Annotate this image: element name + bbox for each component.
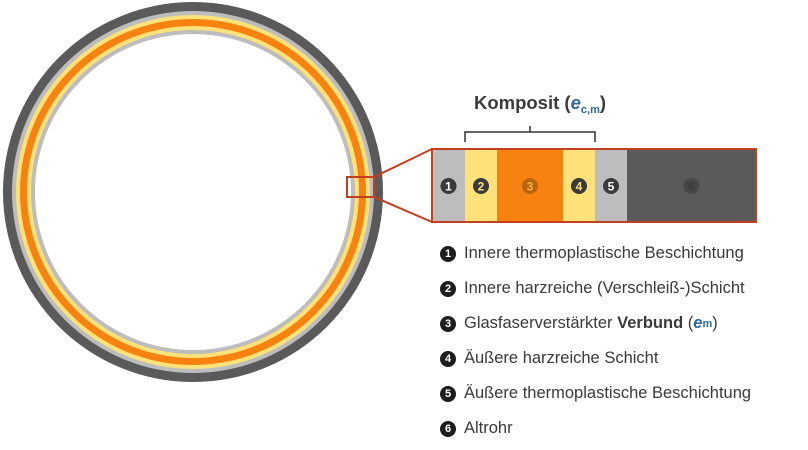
number-2-icon: 2 [440,280,456,297]
layer-number-5: 5 [608,180,615,194]
legend-text: Altrohr [464,419,513,437]
layer-legend: 1 Innere thermoplastische Beschichtung 2… [440,236,751,446]
legend-item: 4 Äußere harzreiche Schicht [440,341,751,376]
legend-item: 1 Innere thermoplastische Beschichtung [440,236,751,271]
layer-symbol-sub: m [702,317,713,330]
number-5-icon: 5 [440,385,456,402]
legend-item: 6 Altrohr [440,411,751,446]
layer-number-badge-1 [440,178,457,194]
layer-number-badge-2 [473,178,489,194]
layer-number-badge-6 [683,178,700,194]
layer-number-badge-4 [571,178,587,194]
layer-number-3: 3 [527,180,534,194]
legend-text: Glasfaserverstärkter [464,314,613,332]
layer-strip: 1 2 3 4 5 6 [432,149,756,222]
composite-symbol: e [570,92,581,113]
pipe-bore [35,34,351,350]
legend-text-bold: Verbund [617,314,684,332]
number-6-icon: 6 [440,420,456,437]
layer-symbol: e [693,314,703,332]
legend-text: Innere harzreiche (Verschleiß-)Schicht [464,279,745,297]
composite-title: Komposit (ec,m) [473,92,607,116]
number-3-icon: 3 [440,315,456,332]
layer-number-2: 2 [478,180,485,194]
legend-text: Innere thermoplastische Beschichtung [464,244,744,262]
layer-number-6: 6 [688,180,695,194]
legend-text: Äußere thermoplastische Beschichtung [464,384,752,402]
layer-number-1: 1 [445,180,452,194]
layer-number-badge-3 [522,178,538,194]
layer-number-4: 4 [576,180,583,194]
legend-text: Äußere harzreiche Schicht [464,349,659,367]
pipe-cross-section [3,2,383,382]
callout-line-bottom [373,196,433,223]
number-1-icon: 1 [440,245,456,262]
callout-small-box [346,176,375,198]
composite-bracket [464,126,596,142]
layer-strip-border [431,148,757,223]
composite-label: Komposit [473,92,560,113]
number-4-icon: 4 [440,350,456,367]
callout-line-top [373,148,433,178]
legend-item: 5 Äußere thermoplastische Beschichtung [440,376,751,411]
composite-symbol-sub: c,m [580,104,600,116]
layer-number-badge-5 [603,178,619,194]
legend-item: 2 Innere harzreiche (Verschleiß-)Schicht [440,271,751,306]
